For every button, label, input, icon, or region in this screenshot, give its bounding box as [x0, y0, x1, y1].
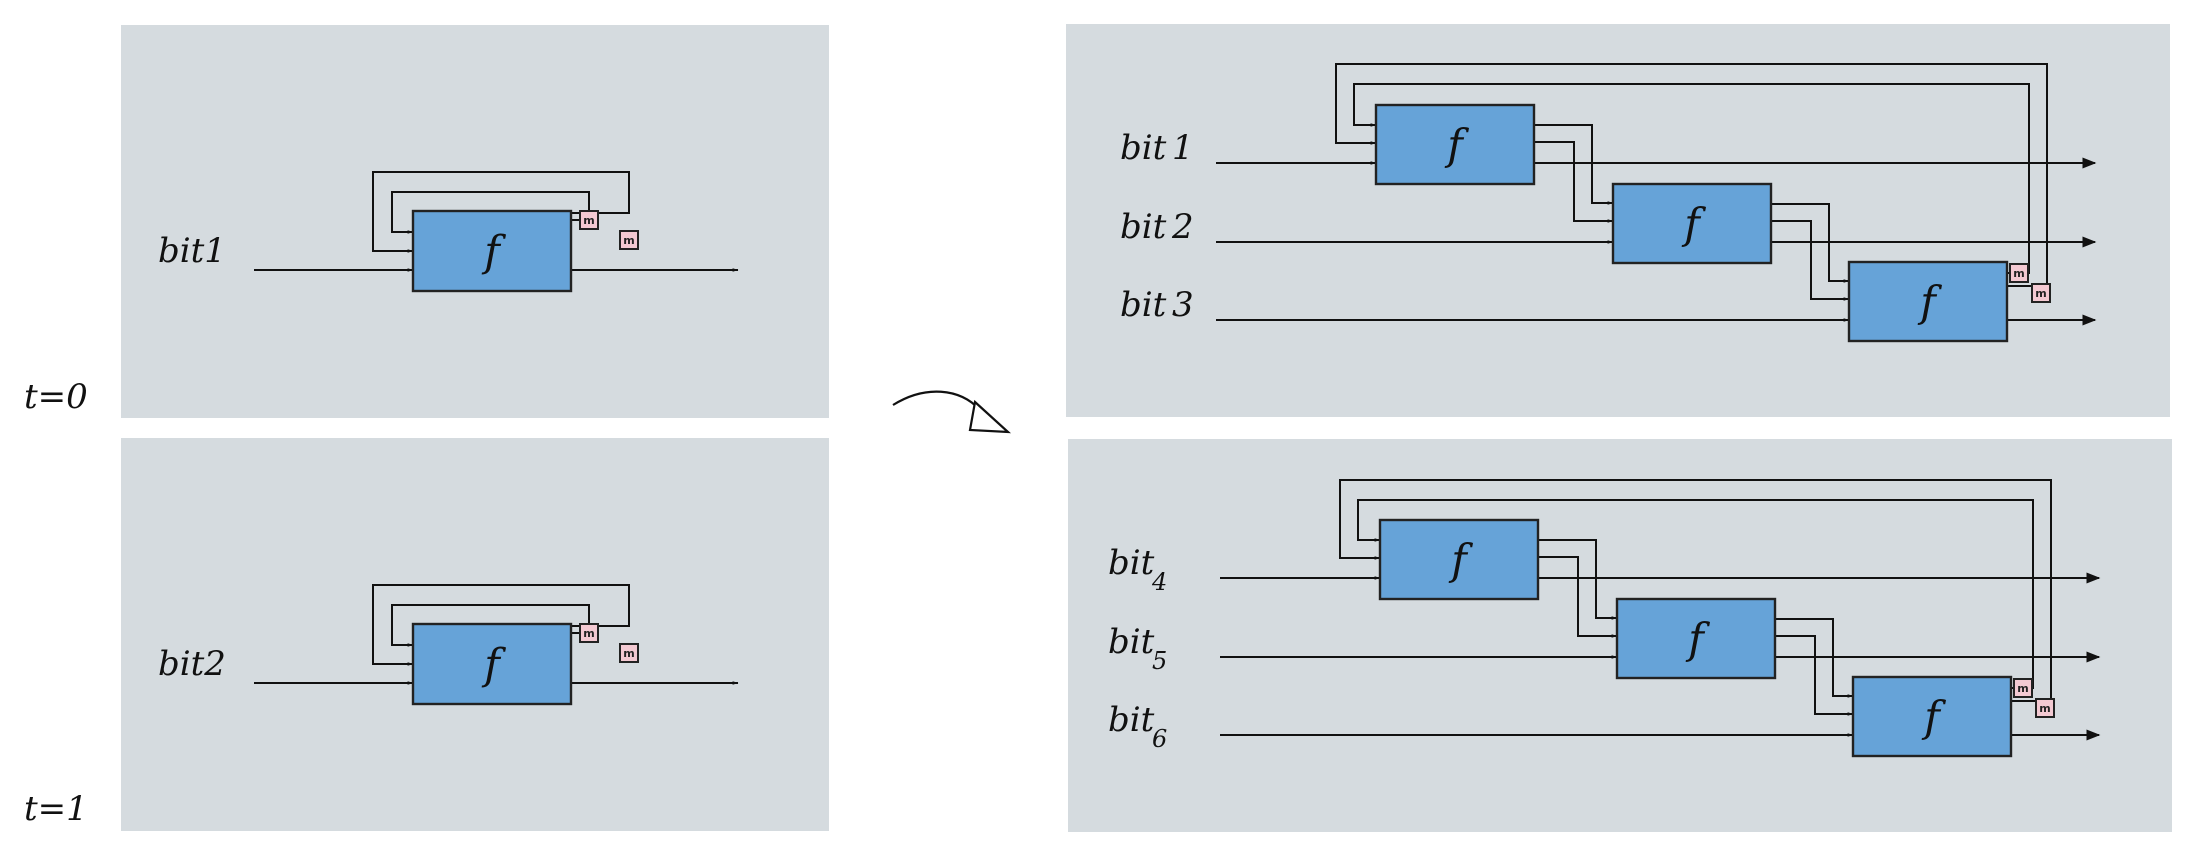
memory-block: m: [2009, 263, 2029, 283]
input-label: bit2: [158, 644, 226, 684]
time-label-t1: t=1: [24, 789, 88, 829]
function-block: f: [1374, 103, 1536, 186]
memory-box: [2031, 283, 2051, 303]
memory-box: [2013, 678, 2033, 698]
time-label-t0: t=0: [24, 377, 88, 417]
row-label-base: bit: [1120, 285, 1167, 325]
row-label-base: bit: [1108, 700, 1155, 740]
memory-block: m: [2031, 283, 2051, 303]
memory-box: [579, 623, 599, 643]
chain-wire: [1538, 539, 1618, 620]
chain-wire: [1775, 618, 1854, 698]
function-block: f: [411, 622, 573, 706]
feedback-wire-outer: [372, 171, 630, 253]
chain-wire: [1771, 203, 1850, 283]
memory-label: m: [623, 234, 634, 247]
row-label-subscript: 6: [1152, 725, 1167, 753]
row-label-number: 3: [1172, 285, 1194, 325]
chain-wire: [1538, 556, 1618, 638]
function-box: [1847, 260, 2009, 343]
memory-box: [619, 230, 639, 250]
function-block: f: [411, 209, 573, 293]
arrow-head: [968, 399, 1012, 434]
memory-box: [2009, 263, 2029, 283]
memory-label: m: [2035, 287, 2046, 300]
row-label-base: bit: [1108, 543, 1155, 583]
memory-label: m: [2039, 702, 2050, 715]
row-label-base: bit: [1108, 622, 1155, 662]
row-label-base: bit: [1120, 207, 1167, 247]
memory-block: m: [619, 643, 639, 663]
function-box: [1374, 103, 1536, 186]
memory-block: m: [2013, 678, 2033, 698]
memory-label: m: [2013, 267, 2024, 280]
function-box: [1615, 597, 1777, 680]
chain-wire: [1534, 124, 1614, 205]
memory-label: m: [2017, 682, 2028, 695]
chain-wire: [1771, 220, 1850, 301]
memory-block: m: [619, 230, 639, 250]
memory-box: [579, 210, 599, 230]
function-box: [1378, 518, 1540, 601]
function-block: f: [1378, 518, 1540, 601]
function-block: f: [1611, 182, 1773, 265]
chain-wire: [1775, 635, 1854, 716]
row-label-base: bit: [1120, 128, 1167, 168]
memory-box: [2035, 698, 2055, 718]
function-block: f: [1615, 597, 1777, 680]
chain-wire: [1534, 141, 1614, 223]
arrow-curve: [892, 390, 981, 411]
memory-block: m: [579, 210, 599, 230]
memory-block: m: [2035, 698, 2055, 718]
memory-box: [619, 643, 639, 663]
function-box: [1851, 675, 2013, 758]
memory-label: m: [583, 627, 594, 640]
row-label-subscript: 4: [1151, 568, 1167, 596]
function-box: [411, 622, 573, 706]
memory-label: m: [623, 647, 634, 660]
function-box: [411, 209, 573, 293]
row-label-subscript: 5: [1152, 647, 1167, 675]
row-label-number: 2: [1171, 207, 1194, 247]
input-label: bit1: [158, 231, 226, 271]
function-block: f: [1847, 260, 2009, 343]
memory-block: m: [579, 623, 599, 643]
function-block: f: [1851, 675, 2013, 758]
row-label-number: 1: [1172, 128, 1194, 168]
curved-arrow-icon: [892, 390, 1012, 434]
memory-label: m: [583, 214, 594, 227]
function-box: [1611, 182, 1773, 265]
feedback-wire-outer: [372, 584, 630, 666]
